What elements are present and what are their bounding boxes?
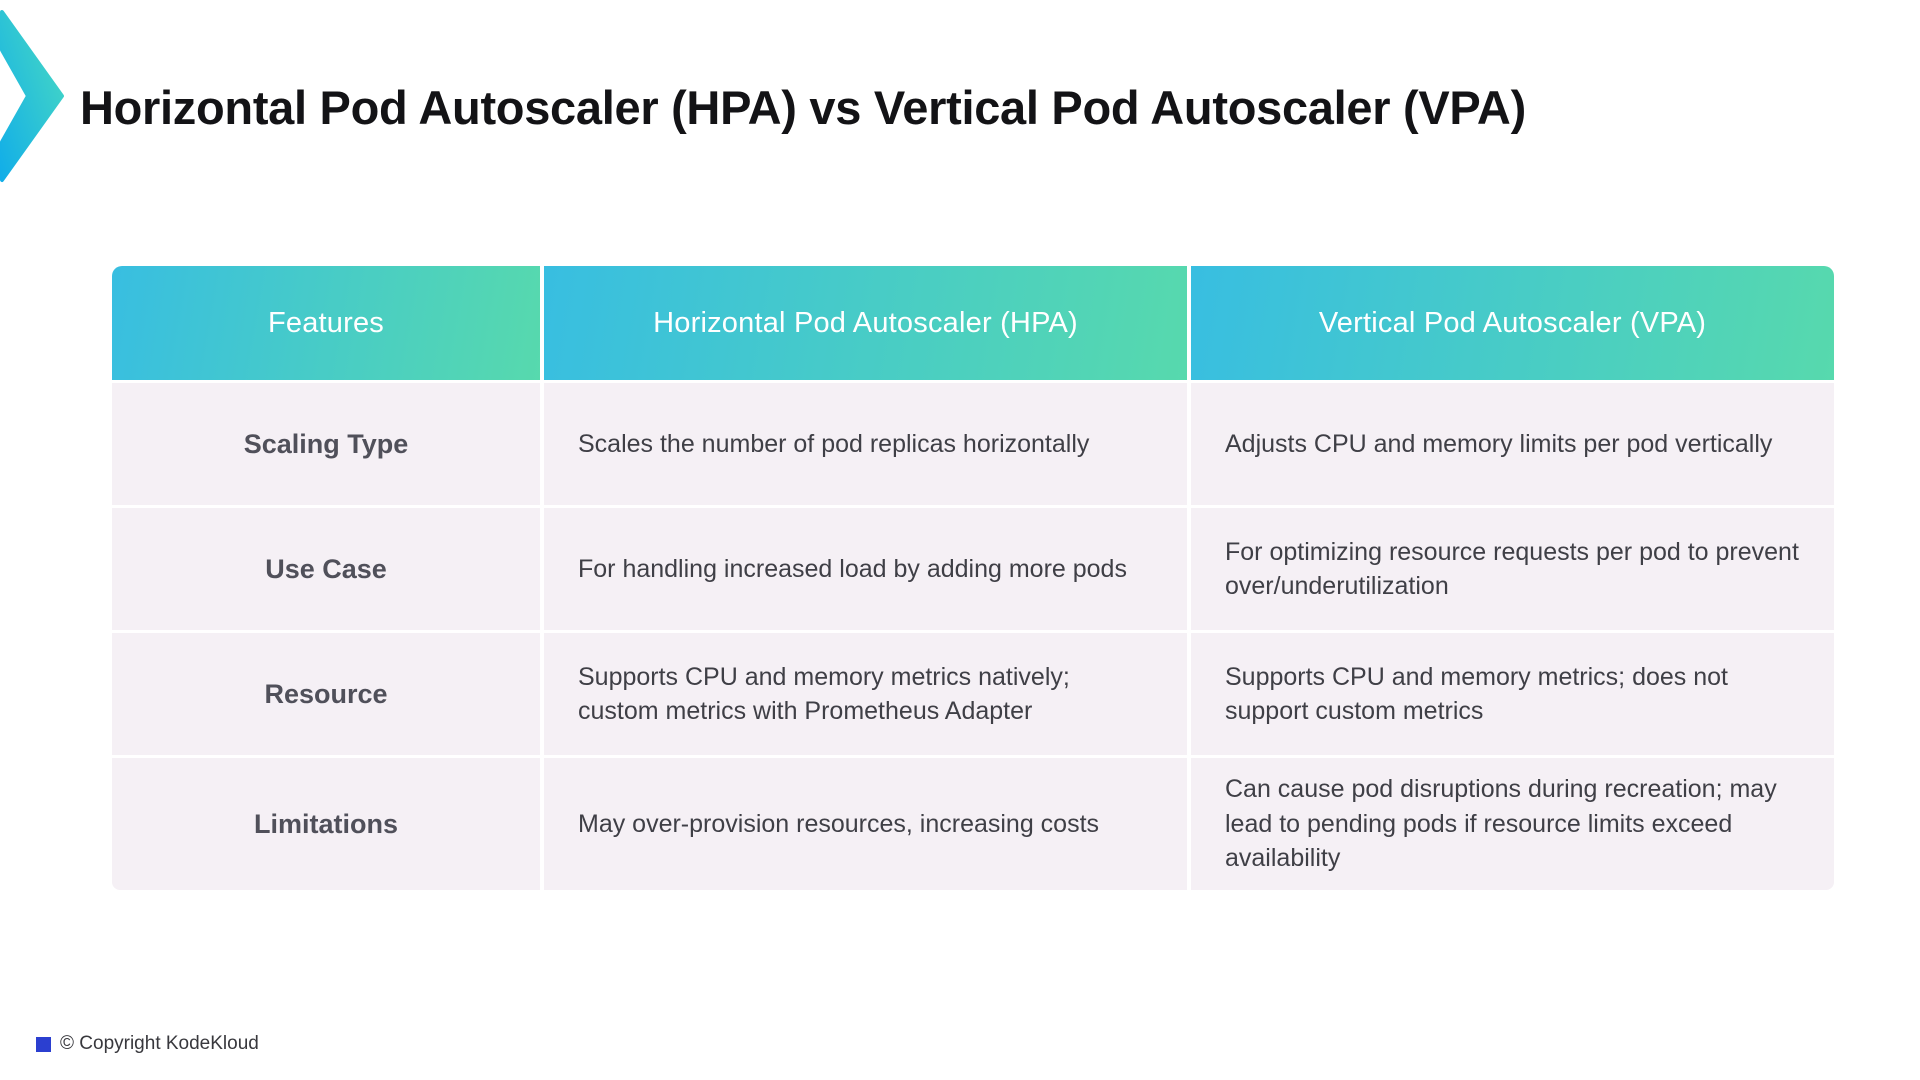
kodekloud-logo-icon [36, 1036, 51, 1052]
feature-cell-limitations: Limitations [112, 758, 540, 890]
feature-cell-use-case: Use Case [112, 508, 540, 630]
feature-cell-resource: Resource [112, 633, 540, 755]
chevron-right-icon [0, 8, 66, 184]
footer: © Copyright KodeKloud [36, 1033, 259, 1055]
column-header-vpa: Vertical Pod Autoscaler (VPA) [1191, 266, 1834, 380]
comparison-table: Features Horizontal Pod Autoscaler (HPA)… [112, 266, 1834, 890]
column-header-hpa: Horizontal Pod Autoscaler (HPA) [544, 266, 1187, 380]
hpa-cell-use-case: For handling increased load by adding mo… [544, 508, 1187, 630]
vpa-cell-limitations: Can cause pod disruptions during recreat… [1191, 758, 1834, 890]
vpa-cell-use-case: For optimizing resource requests per pod… [1191, 508, 1834, 630]
page-title: Horizontal Pod Autoscaler (HPA) vs Verti… [80, 81, 1526, 134]
hpa-cell-resource: Supports CPU and memory metrics natively… [544, 633, 1187, 755]
vpa-cell-scaling-type: Adjusts CPU and memory limits per pod ve… [1191, 383, 1834, 505]
hpa-cell-limitations: May over-provision resources, increasing… [544, 758, 1187, 890]
feature-cell-scaling-type: Scaling Type [112, 383, 540, 505]
copyright-text: © Copyright KodeKloud [60, 1033, 259, 1054]
vpa-cell-resource: Supports CPU and memory metrics; does no… [1191, 633, 1834, 755]
hpa-cell-scaling-type: Scales the number of pod replicas horizo… [544, 383, 1187, 505]
column-header-features: Features [112, 266, 540, 380]
